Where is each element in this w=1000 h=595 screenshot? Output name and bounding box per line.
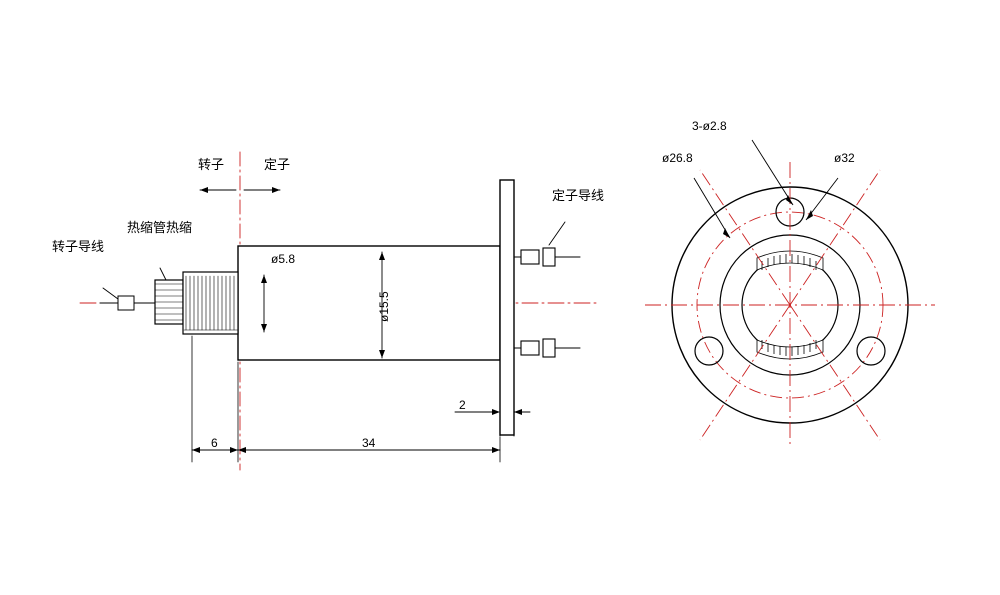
label-heat-shrink: 热缩管热缩 [127, 220, 193, 235]
front-leaders [693, 139, 839, 239]
leader-lines [102, 221, 566, 300]
mounting-hole-right [856, 336, 886, 366]
dim-body-34 [237, 447, 501, 453]
front-view [645, 139, 935, 448]
dim-extension-lines [191, 335, 501, 463]
knurl-hatch [154, 275, 239, 335]
label-rotor-side: 转子 [198, 157, 225, 172]
dim-label-hole-callout: 3-ø2.8 [692, 119, 727, 133]
dim-lead-6 [191, 447, 239, 453]
rotor-stator-arrows [199, 187, 281, 193]
dim-label-bore: ø5.8 [271, 252, 296, 266]
dim-label-flange-dia: ø32 [834, 151, 855, 165]
dim-bore-5p8 [261, 274, 267, 333]
connector-body [182, 271, 239, 335]
dim-body-15p5 [379, 251, 385, 359]
flange-plate [499, 179, 515, 436]
label-stator-side: 定子 [264, 157, 291, 172]
dim-label-lead-length: 6 [211, 436, 218, 450]
label-stator-lead: 定子导线 [552, 188, 605, 203]
mounting-hole-left [694, 336, 724, 366]
stator-lead-lower [513, 338, 581, 358]
dim-label-body-dia: ø15.5 [377, 291, 391, 322]
stator-lead-upper [513, 247, 581, 267]
dim-label-body-length: 34 [362, 436, 376, 450]
front-centerlines [645, 162, 935, 448]
side-view [79, 151, 601, 471]
rotor-wire-tip [117, 295, 135, 311]
label-rotor-lead: 转子导线 [52, 239, 105, 254]
dim-flange-2 [454, 399, 531, 437]
dim-label-bolt-circle: ø26.8 [662, 151, 693, 165]
body-outline [237, 245, 501, 361]
dim-label-flange-thickness: 2 [459, 398, 466, 412]
